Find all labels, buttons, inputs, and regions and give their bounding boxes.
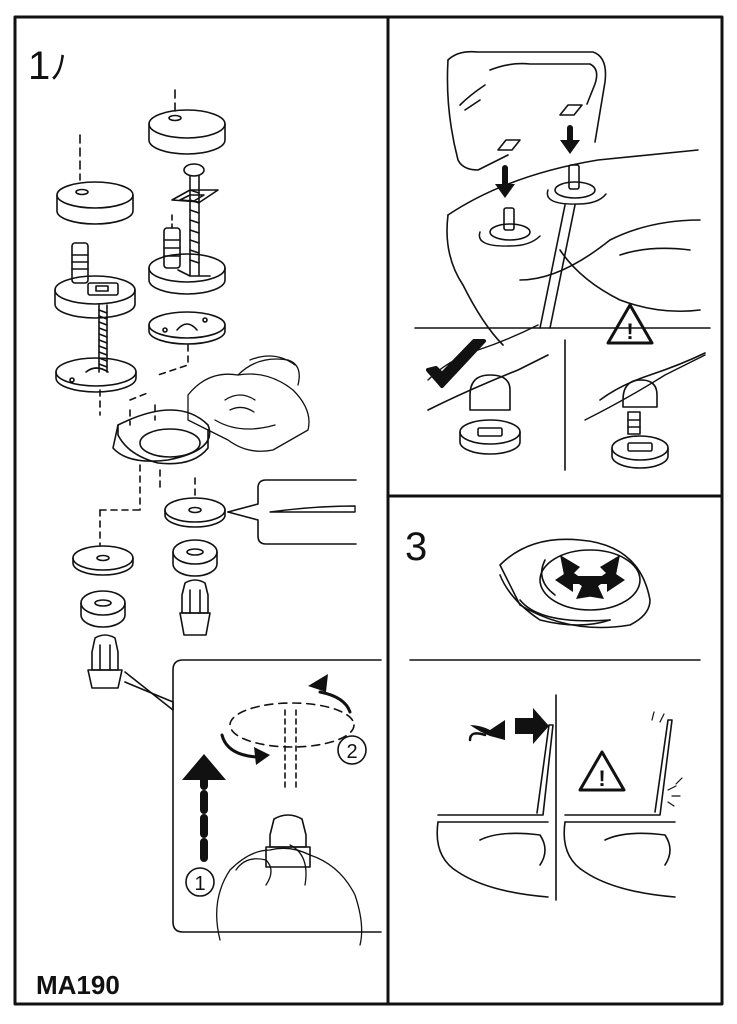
hinge-pin-right xyxy=(163,214,181,269)
hinge-base-left xyxy=(54,275,136,319)
callout-number-2 xyxy=(337,735,367,765)
warning-icon xyxy=(606,303,654,345)
step-3-label: 3 xyxy=(405,525,428,569)
soft-close-correct xyxy=(436,708,554,898)
plug-insertion-detail xyxy=(124,659,382,946)
flat-washer-right xyxy=(164,497,226,528)
hand-wiping-cloth xyxy=(187,355,310,452)
step-1-number: 1 xyxy=(28,44,51,88)
flat-washer-left xyxy=(72,545,134,576)
washer-profile-detail xyxy=(227,479,357,545)
hinge-pin-left xyxy=(71,242,89,284)
callout-number-1 xyxy=(185,867,215,897)
hinge-base-right xyxy=(148,253,226,295)
cover-cap-left xyxy=(56,181,134,225)
model-code: MA190 xyxy=(36,970,120,1000)
washer-plate-left xyxy=(55,357,137,393)
incorrect-fit-detail xyxy=(584,352,706,469)
correct-fit-detail xyxy=(427,324,549,455)
callout-number-2-text: 2 xyxy=(346,741,357,763)
seat-removable-view xyxy=(499,538,651,629)
warning-mark-top: ! xyxy=(626,319,633,344)
expansion-plug-left xyxy=(87,634,123,689)
outer-frame xyxy=(13,15,724,1006)
step-1-label: 1ﾉ xyxy=(28,40,67,89)
hinge-assembly-exploded xyxy=(54,89,226,689)
step-1-stroke: ﾉ xyxy=(50,49,68,87)
four-way-arrow-icon xyxy=(555,555,625,599)
check-icon xyxy=(426,339,486,388)
callout-number-1-text: 1 xyxy=(194,873,205,895)
threaded-bolt-right xyxy=(171,163,219,276)
rubber-grommet-right xyxy=(172,539,218,577)
toilet-bowl-rim xyxy=(112,409,211,465)
warning-icon-bottom xyxy=(578,750,626,792)
threaded-bolt-left xyxy=(98,304,108,373)
seat-mounting-view xyxy=(446,50,701,346)
cover-cap-right xyxy=(148,109,226,155)
washer-plate-right xyxy=(148,311,226,345)
warning-mark-bottom: ! xyxy=(598,766,605,791)
soft-close-incorrect xyxy=(563,711,683,898)
rubber-grommet-left xyxy=(80,590,126,628)
expansion-plug-right xyxy=(179,579,211,636)
